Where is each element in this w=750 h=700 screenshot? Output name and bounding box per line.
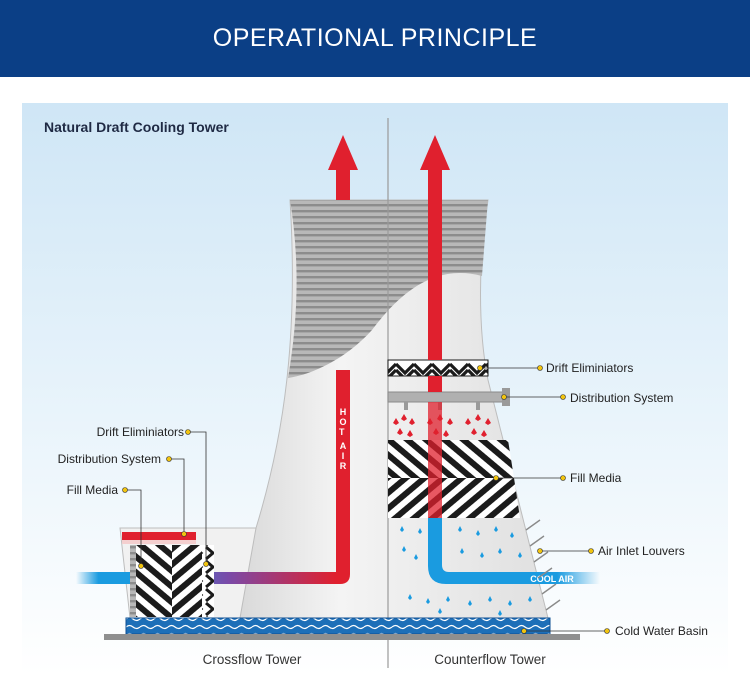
callout-cold-water-basin: Cold Water Basin [615, 624, 708, 638]
crossflow-callouts [122, 429, 209, 569]
callout-counterflow-distribution-system: Distribution System [570, 391, 673, 405]
cool-air-inflow-right [428, 518, 600, 584]
callout-crossflow-fill-media: Fill Media [67, 483, 119, 497]
spray-droplets [393, 414, 491, 437]
counterflow-callouts [477, 365, 610, 634]
crossflow-caption: Crossflow Tower [203, 652, 302, 667]
callout-air-inlet-louvers: Air Inlet Louvers [598, 544, 685, 558]
counterflow-distribution-pipe [387, 391, 505, 403]
hot-air-channel-left [336, 370, 350, 570]
callout-counterflow-drift-eliminators: Drift Eliminiators [546, 361, 633, 375]
air-inlet-louvers [525, 519, 561, 611]
cold-water-basin [125, 617, 551, 635]
counterflow-fill-media-lower [388, 478, 520, 518]
counterflow-drift-eliminators [387, 359, 489, 377]
crossflow-distribution-basin [122, 532, 196, 540]
crossflow-drift-eliminators [202, 545, 214, 617]
crossflow-fill-media-b [172, 545, 202, 617]
callout-crossflow-drift-eliminators: Drift Eliminiators [97, 425, 184, 439]
counterflow-caption: Counterflow Tower [434, 652, 546, 667]
counterflow-fill-media-upper [388, 440, 514, 478]
callout-crossflow-distribution-system: Distribution System [58, 452, 161, 466]
cool-air-inflow-left [76, 572, 140, 584]
basin-base [104, 634, 580, 640]
diagram-title: Natural Draft Cooling Tower [44, 119, 229, 135]
falling-water-droplets [400, 526, 532, 616]
crossflow-fill-media-a [136, 545, 172, 617]
header-banner [0, 0, 750, 77]
callout-counterflow-fill-media: Fill Media [570, 471, 622, 485]
page-title: OPERATIONAL PRINCIPLE [212, 24, 538, 52]
hot-air-arrow-left [328, 135, 358, 200]
cool-air-label: COOL AIR [530, 574, 574, 584]
hot-air-arrow-right [420, 135, 450, 200]
